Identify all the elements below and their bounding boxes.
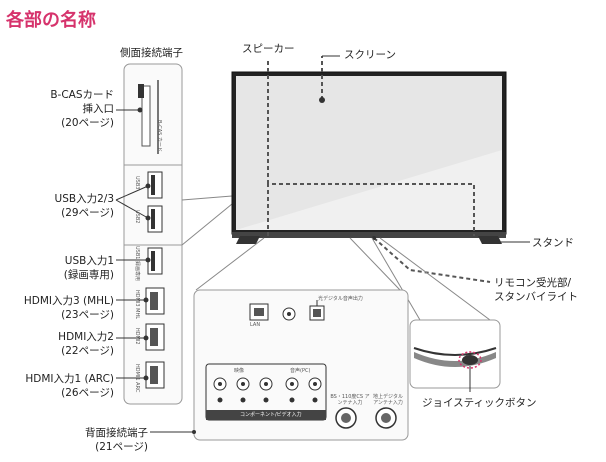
hdmi2-port-inner [150, 328, 158, 346]
screen-reflection [236, 76, 502, 230]
video-group-label: 映像 [234, 368, 245, 374]
usb1-label: USB入力1 (録画専用) [63, 255, 114, 281]
bcas-vertical-label: B-CAS カード [156, 120, 162, 152]
usb1-port-label: USB1 録画専用 [134, 246, 140, 282]
uhf-antenna-label: 地上デジタル アンテナ入力 [373, 394, 403, 406]
bs-antenna-label: BS・110度CS アンテナ入力 [330, 394, 370, 406]
page-title: 各部の名称 [6, 10, 96, 31]
remote-receiver-label: リモコン受光部/ スタンバイライト [494, 277, 578, 303]
stand-label: スタンド [532, 237, 574, 249]
audio-group-label: 音声(PC) [290, 368, 311, 374]
component-label-bar [206, 410, 326, 420]
usb1-port-inner [151, 251, 155, 271]
stand-left [236, 236, 260, 244]
speaker-label: スピーカー [242, 43, 295, 55]
rear-panel-frame [193, 289, 409, 441]
hdmi1-port-inner [150, 366, 158, 384]
usb2-port-inner [151, 209, 155, 229]
tv-bottom-bezel [232, 232, 506, 238]
joystick-button [462, 355, 478, 365]
side-panel-frame [123, 63, 183, 405]
hdmi3-port-inner [150, 292, 158, 310]
hdmi1-port-label: HDMI1 ARC [134, 364, 140, 393]
hdmi3-label: HDMI入力3 (MHL) (23ページ) [23, 295, 114, 321]
optical-label: 光デジタル音声出力 [318, 296, 363, 302]
lan-label: LAN [250, 322, 261, 328]
hdmi3-port-label: HDMI3 MHL [134, 290, 140, 320]
component-label: コンポーネント/ビデオ入力 [240, 412, 302, 418]
speaker-outline [267, 183, 475, 236]
bcas-slot [141, 85, 151, 147]
hdmi1-label: HDMI入力1 (ARC) (26ページ) [25, 373, 114, 399]
usb23-label: USB入力2/3 (29ページ) [54, 193, 114, 219]
usb3-port-inner [151, 175, 155, 195]
bcas-label: B-CASカード 挿入口 (20ページ) [50, 89, 114, 129]
hdmi2-port-label: HDMI2 [134, 328, 140, 345]
joystick-label: ジョイスティックボタン [422, 397, 537, 409]
screen-label: スクリーン [344, 49, 396, 61]
bcas-card-icon [138, 84, 144, 98]
usb2-port-label: USB2 [134, 210, 140, 224]
hdmi2-label: HDMI入力2 (22ページ) [58, 331, 114, 357]
usb3-port-label: USB3 [134, 176, 140, 190]
rear-panel-heading: 背面接続端子 (21ページ) [85, 427, 148, 453]
side-panel-heading: 側面接続端子 [120, 47, 183, 59]
